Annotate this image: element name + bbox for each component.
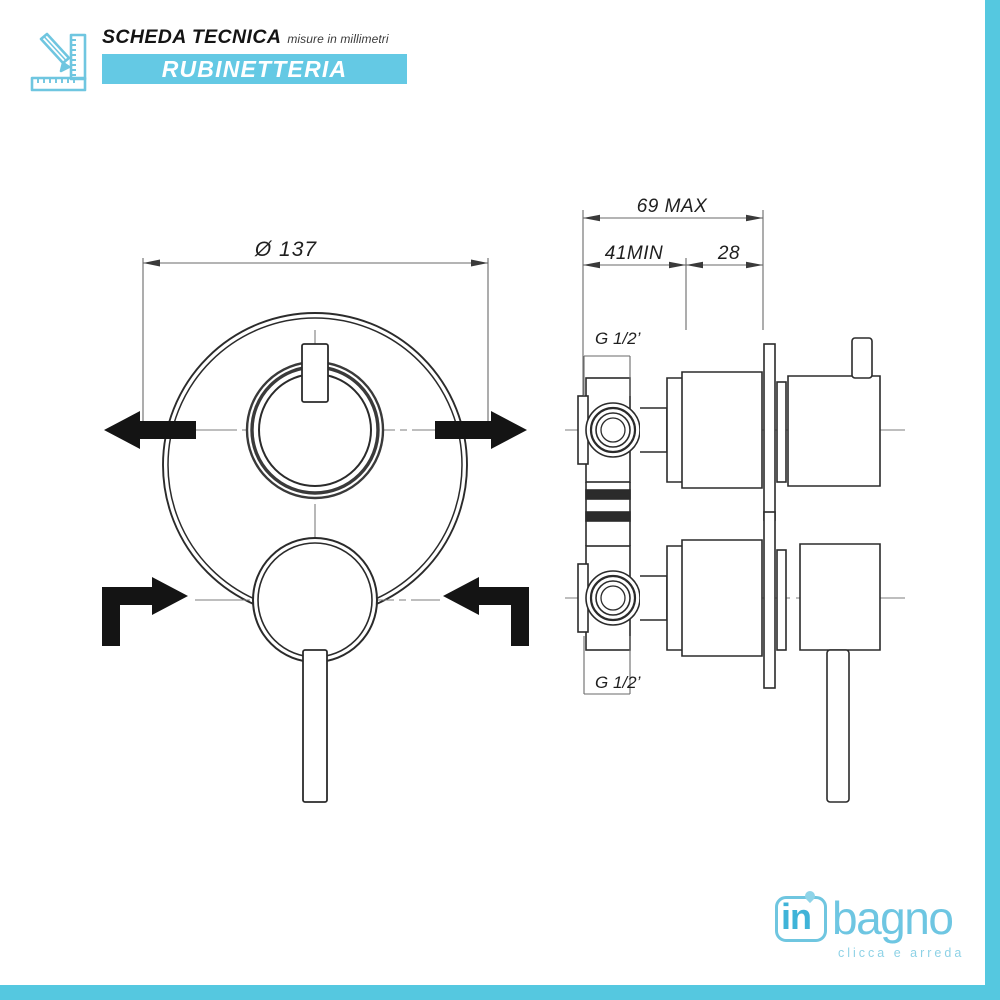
dim-arrow-right-69: [746, 214, 763, 222]
lower-knob-with-lever: [252, 537, 378, 803]
dim-arrow-left-41: [583, 261, 600, 269]
lower-valve-assembly: [577, 511, 881, 803]
upper-ring-knob: [245, 343, 385, 500]
dim-arrow-left-137: [143, 259, 160, 267]
dimension-label-41: 41MIN: [605, 243, 663, 264]
dimension-label-69: 69 MAX: [637, 196, 708, 217]
dimension-41-min-and-28: [583, 258, 763, 330]
logo-name: bagno: [832, 892, 954, 944]
category-label: RUBINETTERIA: [161, 56, 348, 82]
logo-tagline: clicca e arreda: [838, 946, 965, 960]
logo-prefix: in: [781, 896, 812, 937]
dim-arrow-right-28: [746, 261, 763, 269]
arrow-left: [104, 411, 196, 449]
dim-arrow-right-137: [471, 259, 488, 267]
category-band: RUBINETTERIA: [102, 54, 407, 84]
thread-label-bottom: G 1/2’: [595, 673, 641, 692]
page-title: SCHEDA TECNICA: [102, 26, 282, 48]
thread-callout-bottom: G 1/2’: [583, 636, 641, 695]
arrow-bottom-right: [443, 577, 529, 646]
arrow-bottom-left: [102, 577, 188, 646]
dimension-69-max: [582, 210, 764, 420]
logo-in-box: [775, 896, 827, 942]
inbagno-logo[interactable]: in bagno clicca e arreda: [772, 888, 972, 965]
thread-label-top: G 1/2’: [595, 329, 641, 348]
dim-arrow-left-28: [686, 261, 703, 269]
pencil-and-ruler-icon: [30, 32, 87, 92]
dimension-label-28: 28: [717, 243, 740, 264]
dim-arrow-right-41: [669, 261, 686, 269]
frame-accent-right: [985, 0, 1000, 1000]
thread-callout-top: G 1/2’: [583, 329, 641, 396]
arrow-right: [435, 411, 527, 449]
dimension-label-diameter: Ø 137: [254, 238, 318, 261]
frame-accent-bottom: [0, 985, 1000, 1000]
mid-connector: [585, 482, 631, 546]
dim-arrow-left-69: [583, 214, 600, 222]
dimension-diameter-137: [142, 258, 489, 430]
page-subtitle: misure in millimetri: [287, 32, 389, 46]
front-view: Ø 137: [102, 238, 529, 803]
upper-valve-assembly: [577, 337, 881, 521]
side-view: 69 MAX 41MIN 28: [565, 196, 905, 803]
header-title-line: SCHEDA TECNICA misure in millimetri: [102, 26, 389, 49]
header: SCHEDA TECNICA misure in millimetri RUBIN…: [24, 26, 444, 100]
